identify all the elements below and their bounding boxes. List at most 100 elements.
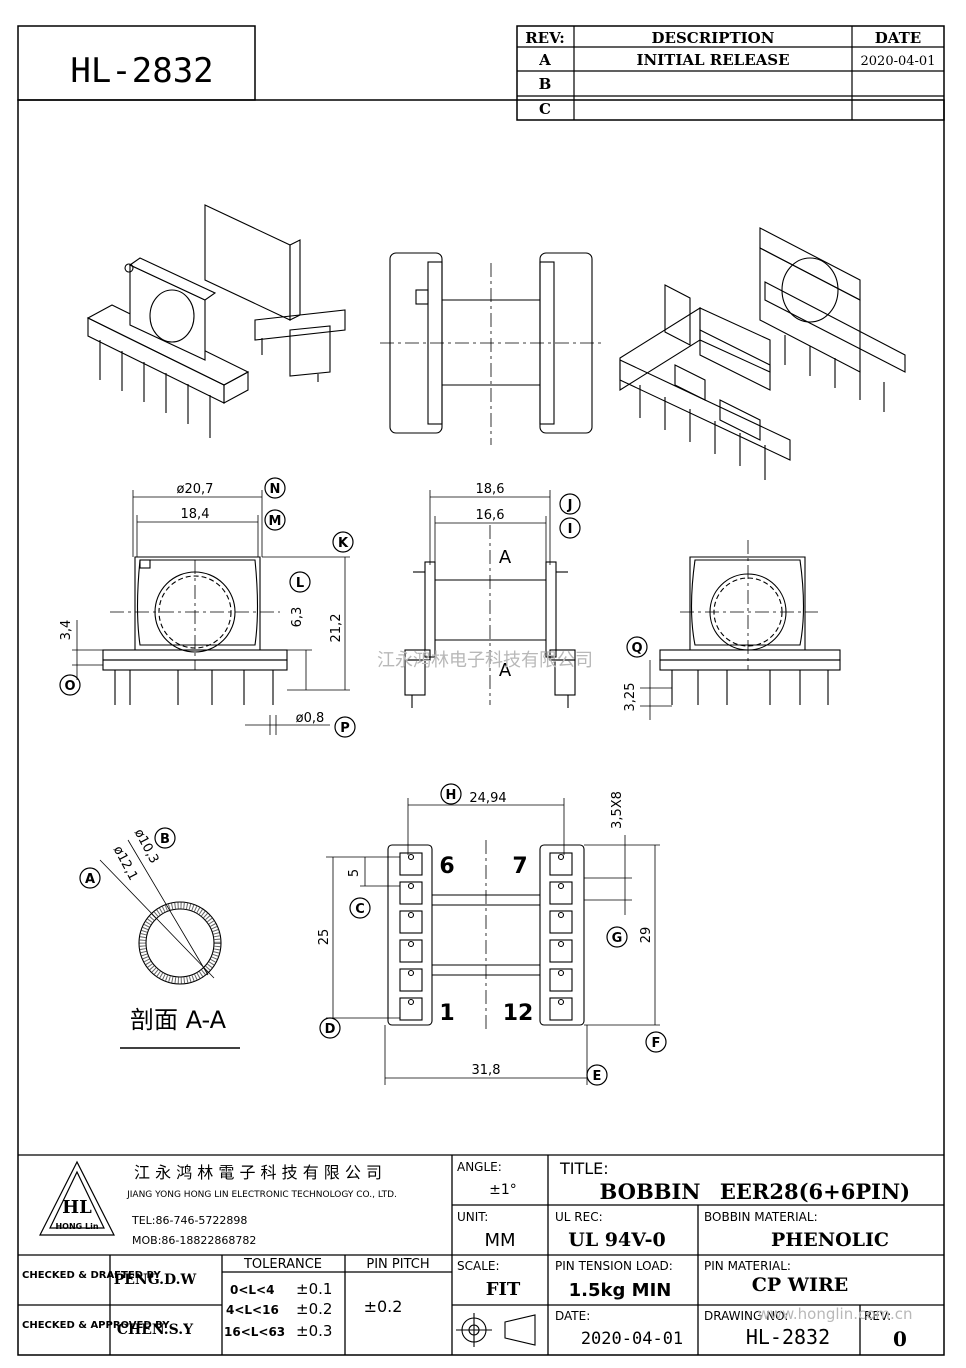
tolerance-label: TOLERANCE (243, 1257, 322, 1272)
pin-label-12: 12 (503, 1001, 534, 1026)
checked-drafted-label-text: CHECKED & DRAFTED BY (22, 1270, 162, 1281)
section-mark-bottom: A (499, 660, 512, 681)
side-inner-width-dim: 16,6 (476, 508, 505, 523)
side-view-middle (404, 490, 576, 708)
side-view-top (380, 252, 604, 445)
company-logo: HL HONG Lin (39, 1160, 115, 1236)
bobbin-material-value: PHENOLIC (771, 1229, 889, 1251)
revision-table: REV: DESCRIPTION DATE A INITIAL RELEASE … (516, 25, 945, 121)
callout-a: A (79, 867, 101, 889)
title-label: TITLE: (559, 1159, 609, 1178)
callout-i: I (559, 517, 581, 539)
svg-text:F: F (652, 1036, 661, 1051)
unit-label: UNIT: (457, 1210, 488, 1224)
watermark-cn: 江永鸿林电子科技有限公司 (377, 650, 593, 671)
title-block (18, 1154, 944, 1355)
rev-label: REV: (864, 1309, 891, 1323)
checked-drafted-by: PENG.D.W (114, 1272, 197, 1288)
pin-gap-dim: 5 (347, 869, 362, 877)
tolerance-range-3: 16<L<63 (224, 1325, 285, 1339)
tolerance-range-2: 4<L<16 (226, 1303, 279, 1317)
rev-value: 0 (893, 1327, 907, 1351)
company-tel: TEL:86-746-5722898 (131, 1214, 247, 1227)
date-label: DATE: (555, 1309, 590, 1323)
svg-text:K: K (338, 536, 349, 551)
svg-text:N: N (270, 482, 281, 497)
tolerance-value-3: ±0.3 (296, 1322, 332, 1340)
title-part1: BOBBIN (600, 1179, 701, 1204)
callout-l: L (289, 571, 311, 593)
tolerance-value-2: ±0.2 (296, 1300, 332, 1318)
pin-tension-value: 1.5kg MIN (569, 1280, 672, 1301)
svg-text:J: J (567, 498, 573, 513)
body-width-dim: 31,8 (472, 1063, 501, 1078)
front-view (72, 490, 350, 735)
pin-material-label: PIN MATERIAL: (704, 1259, 791, 1273)
pin-label-7: 7 (512, 854, 527, 879)
height-flange-dim: 6,3 (290, 607, 305, 628)
svg-text:HL: HL (62, 1197, 92, 1218)
tolerance-range-1: 0<L<4 (230, 1283, 274, 1297)
pin-label-1: 1 (439, 1001, 454, 1026)
scale-label: SCALE: (457, 1259, 500, 1273)
callout-c: C (349, 897, 371, 919)
scale-value: FIT (486, 1279, 521, 1300)
description-header: DESCRIPTION (652, 29, 775, 47)
callout-q: Q (626, 636, 648, 658)
bottom-view (326, 798, 660, 1085)
sheet-border (17, 99, 945, 1356)
tolerance-value-1: ±0.1 (296, 1280, 332, 1298)
projection-symbol-icon (456, 1313, 536, 1347)
height-total-dim: 21,2 (329, 614, 344, 643)
callout-f: F (645, 1031, 667, 1053)
checked-approved-label: CHECKED & APPROVED BY (22, 1320, 170, 1331)
svg-text:B: B (160, 832, 170, 847)
angle-label: ANGLE: (457, 1160, 502, 1174)
outer-diameter-dim: ø20,7 (177, 482, 214, 497)
angle-value: ±1° (489, 1182, 517, 1198)
callout-n: N (264, 477, 286, 499)
callout-m: M (264, 509, 286, 531)
callout-b: B (154, 827, 176, 849)
section-caption: 剖面 A-A (130, 1006, 227, 1034)
ul-rec-value: UL 94V-0 (568, 1229, 665, 1251)
date-value: 2020-04-01 (581, 1329, 683, 1349)
rev-a-date: 2020-04-01 (861, 54, 936, 69)
date-header: DATE (875, 29, 921, 47)
company-name-cn: 江 永 鸿 林 電 子 科 技 有 限 公 司 (134, 1163, 382, 1182)
rev-header: REV: (525, 29, 565, 47)
pin-tension-label: PIN TENSION LOAD: (555, 1259, 673, 1273)
isometric-view-right (619, 227, 906, 480)
rev-a: A (538, 51, 551, 69)
svg-text:P: P (340, 721, 350, 736)
ul-rec-label: UL REC: (555, 1210, 603, 1224)
svg-text:M: M (269, 514, 282, 529)
callout-g: G (606, 926, 628, 948)
svg-text:D: D (325, 1022, 336, 1037)
callout-d: D (319, 1017, 341, 1039)
pin-span-dim: 25 (317, 929, 332, 946)
svg-text:HONG Lin: HONG Lin (55, 1222, 98, 1231)
section-mark-top: A (499, 547, 512, 568)
pin-pitch-label: PIN PITCH (366, 1257, 429, 1272)
bobbin-material-label: BOBBIN MATERIAL: (704, 1210, 818, 1224)
body-depth-dim: 29 (639, 927, 654, 944)
pin-diameter-dim: ø0,8 (296, 711, 325, 726)
side-outer-width-dim: 18,6 (476, 482, 505, 497)
company-name-en: JIANG YONG HONG LIN ELECTRONIC TECHNOLOG… (126, 1190, 397, 1200)
svg-text:H: H (446, 788, 457, 803)
callout-k: K (332, 531, 354, 553)
section-view (99, 839, 240, 1049)
section-outer-diameter: ø12,1 (110, 844, 141, 884)
callout-p: P (334, 716, 356, 738)
pin-label-6: 6 (439, 854, 454, 879)
checked-drafted-label: CHECKED & DRAFTED BY (22, 1270, 162, 1281)
pin-spacing-dim: 3,5X8 (610, 791, 625, 829)
callout-o: O (59, 674, 81, 696)
inner-diameter-dim: 18,4 (181, 507, 210, 522)
part-number-box (17, 25, 256, 101)
svg-text:C: C (355, 902, 365, 917)
svg-text:O: O (64, 679, 75, 694)
callout-j: J (559, 493, 581, 515)
